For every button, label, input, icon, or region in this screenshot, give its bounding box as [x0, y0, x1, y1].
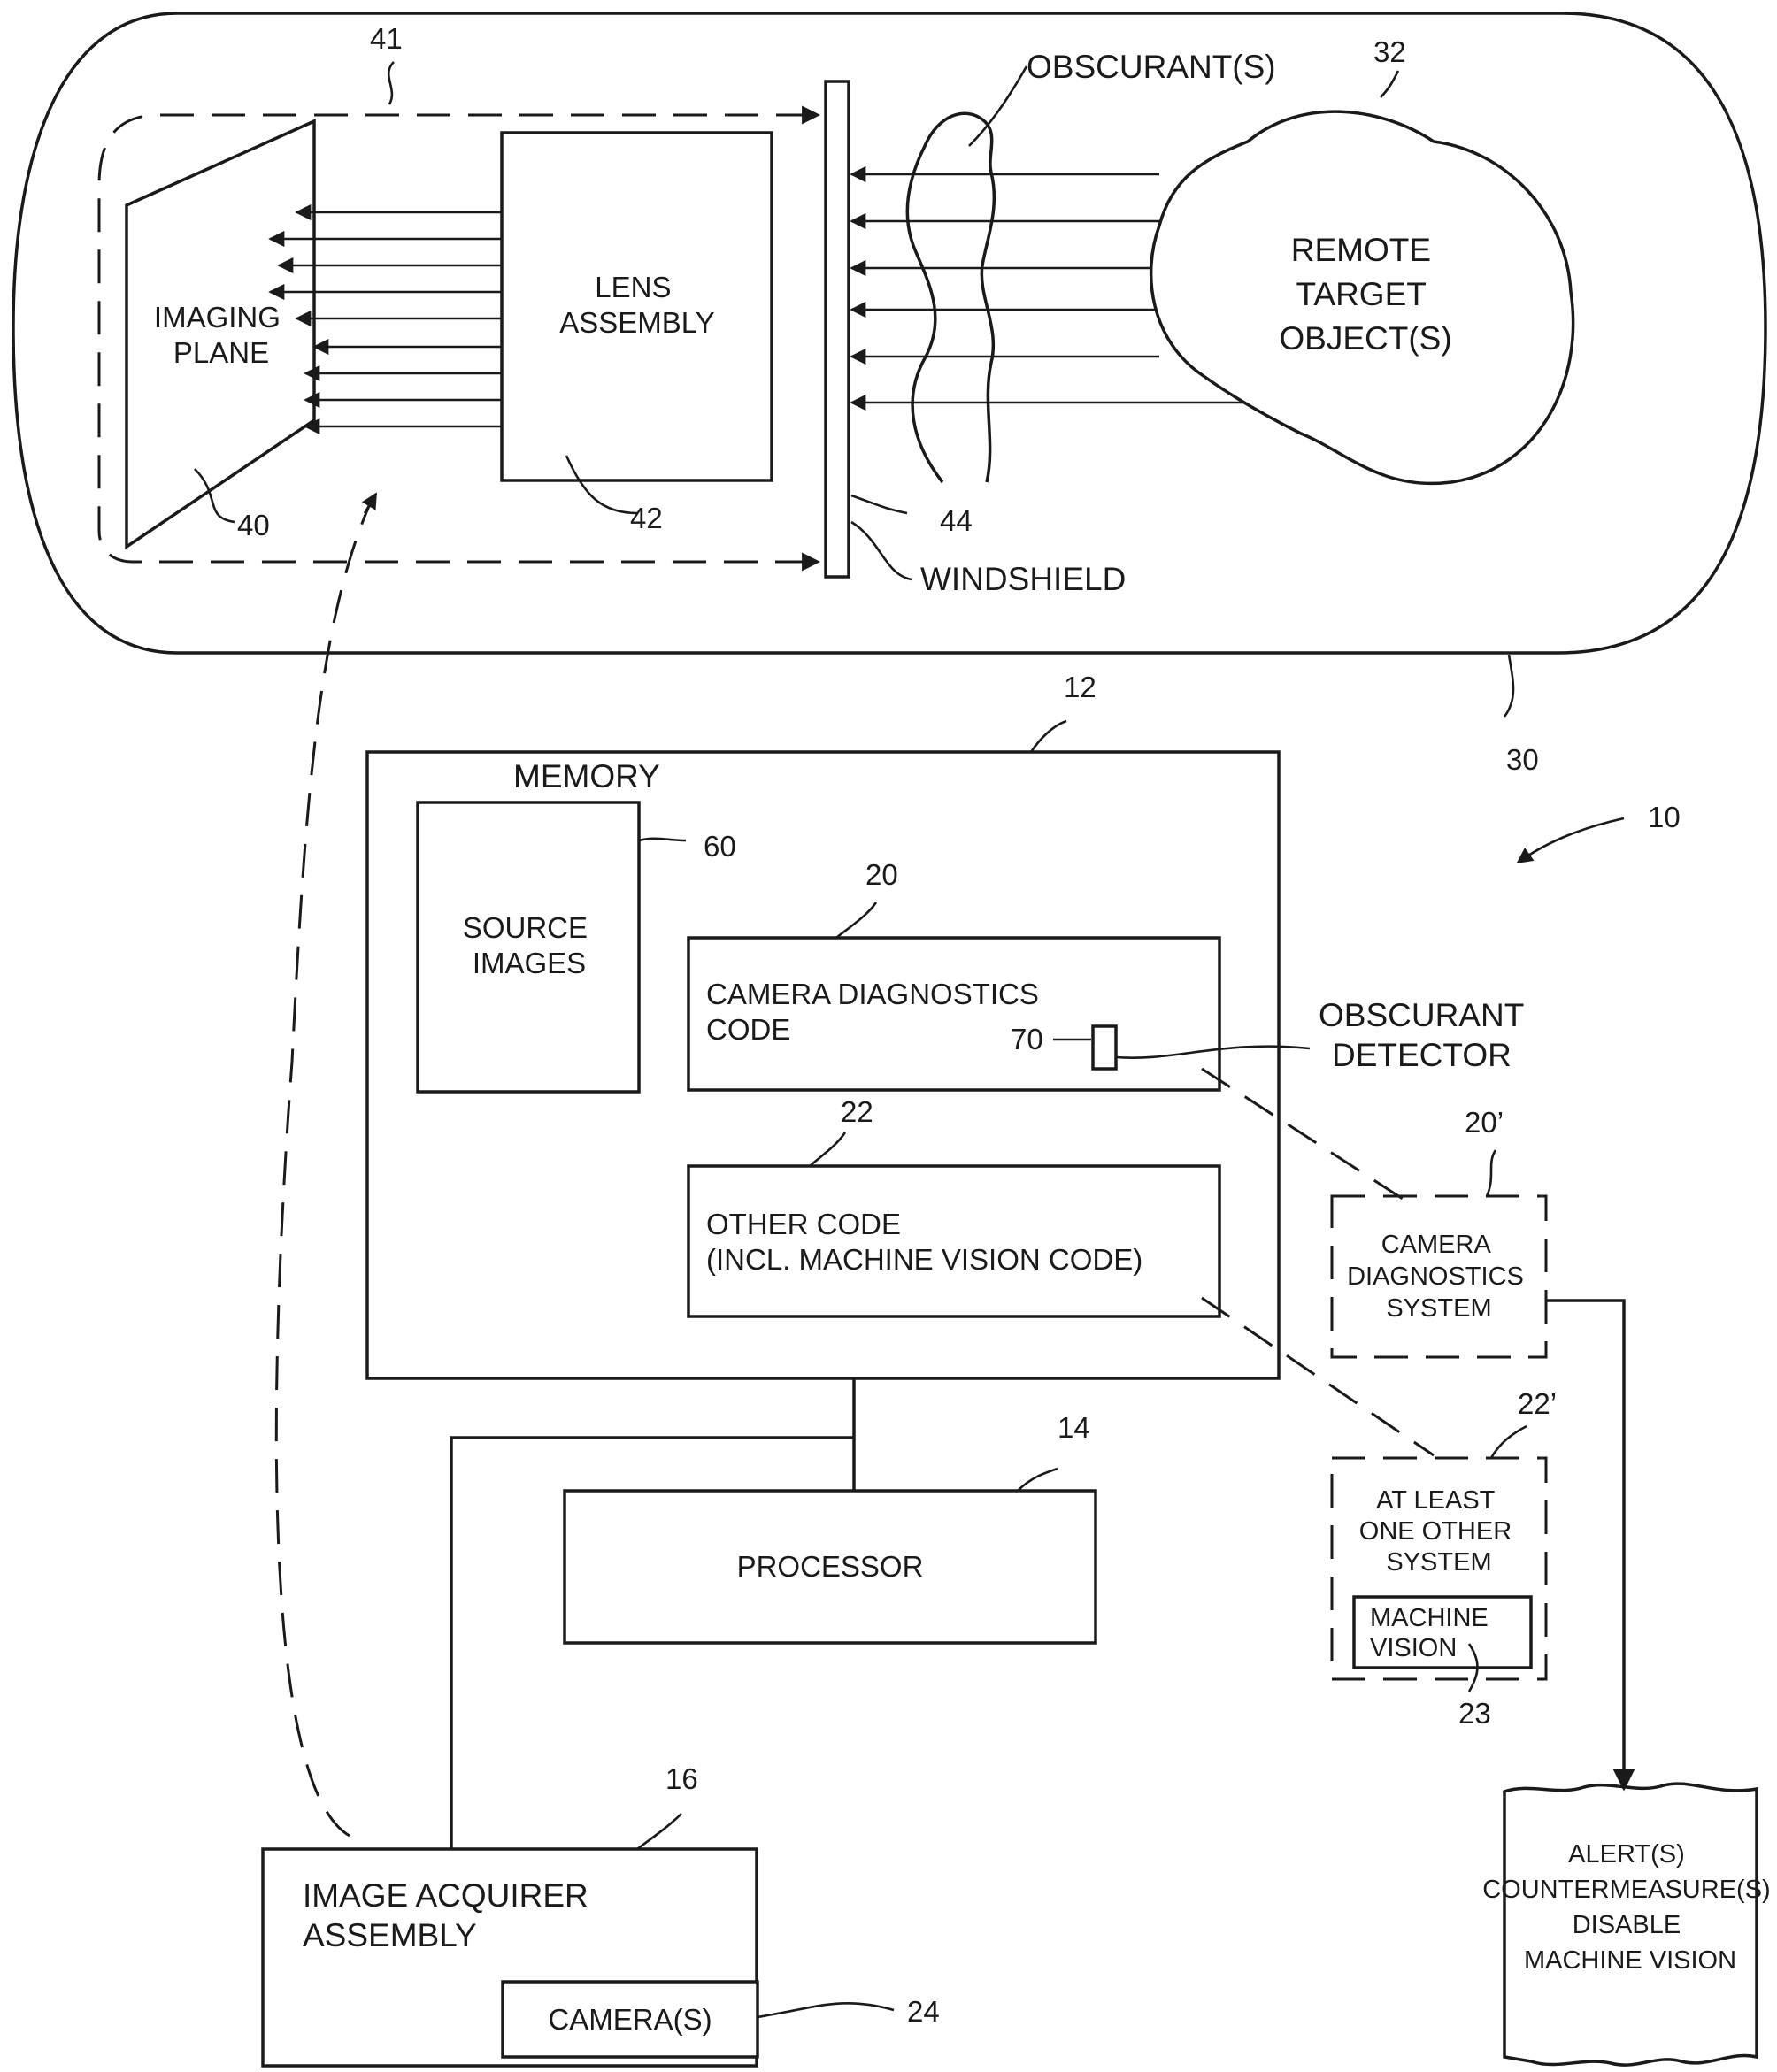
- ref-22p-label: 22’: [1518, 1387, 1557, 1420]
- remote-target-label: REMOTE TARGET OBJECT(S): [1279, 232, 1451, 357]
- windshield-leader: [851, 522, 912, 579]
- ref-44-leader: [851, 495, 907, 513]
- ref-14-label: 14: [1058, 1411, 1090, 1444]
- obscurants-label: OBSCURANT(S): [1027, 49, 1276, 85]
- camera-diag-system-label: CAMERA DIAGNOSTICS SYSTEM: [1347, 1231, 1531, 1323]
- alerts-label: ALERT(S) COUNTERMEASURE(S) DISABLE MACHI…: [1482, 1840, 1777, 1975]
- cameras-label: CAMERA(S): [548, 2003, 712, 2036]
- ref-42-label: 42: [630, 502, 663, 534]
- memory-label: MEMORY: [513, 758, 660, 794]
- ref-14-leader: [1018, 1469, 1058, 1491]
- ref-22p-leader: [1491, 1426, 1527, 1458]
- ref-32-label: 32: [1373, 35, 1406, 68]
- ref-20p-label: 20’: [1465, 1106, 1504, 1139]
- ref-32-leader: [1381, 71, 1398, 97]
- windshield-label: WINDSHIELD: [920, 561, 1126, 597]
- ref-16-leader: [637, 1814, 681, 1849]
- ref-20p-leader: [1487, 1150, 1496, 1196]
- acquirer-to-camera-dashed: [276, 500, 372, 1836]
- ref-44-label: 44: [940, 504, 973, 537]
- ref-24-label: 24: [907, 1995, 940, 2028]
- ref-22-label: 22: [841, 1095, 873, 1128]
- ref-30-label: 30: [1506, 743, 1539, 776]
- ref-60-label: 60: [704, 830, 736, 863]
- other-system-label: AT LEAST ONE OTHER SYSTEM: [1359, 1486, 1519, 1577]
- ref-41-leader: [388, 62, 394, 104]
- other-code-box: [688, 1166, 1219, 1316]
- diag-to-alerts-arrow: [1546, 1301, 1624, 1789]
- ref-70-label: 70: [1011, 1023, 1043, 1055]
- processor-label: PROCESSOR: [737, 1550, 924, 1583]
- ref-10-arrow: [1518, 818, 1624, 863]
- imaging-plane: [127, 121, 314, 547]
- ref-12-leader: [1031, 721, 1066, 752]
- ref-10-label: 10: [1648, 801, 1681, 833]
- ref-40-label: 40: [237, 509, 270, 541]
- ref-23-label: 23: [1458, 1697, 1491, 1730]
- ref-12-label: 12: [1064, 671, 1096, 703]
- ref-30-leader: [1504, 655, 1513, 717]
- ref-20-label: 20: [865, 858, 898, 891]
- ref-16-label: 16: [665, 1762, 698, 1795]
- obscurant-detector-box: [1093, 1026, 1116, 1069]
- ref-41-label: 41: [370, 22, 403, 55]
- obscurant-detector-label: OBSCURANT DETECTOR: [1319, 997, 1533, 1073]
- obscurant-shape: [907, 113, 994, 482]
- windshield-panel: [826, 81, 849, 577]
- ref-24-leader: [758, 2003, 894, 2017]
- obscurant-leader: [969, 66, 1027, 146]
- acquirer-dashed-arrowhead: [365, 494, 376, 513]
